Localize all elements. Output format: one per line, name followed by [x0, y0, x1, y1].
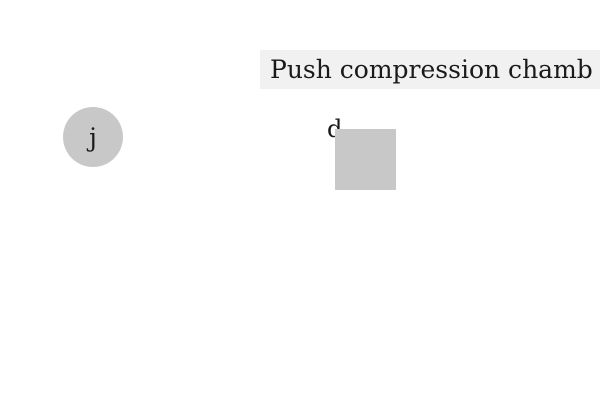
- square-d[interactable]: [335, 129, 396, 190]
- instruction-banner: Push compression chamb: [260, 50, 600, 89]
- circle-j[interactable]: j: [63, 107, 123, 167]
- circle-label: j: [89, 122, 97, 152]
